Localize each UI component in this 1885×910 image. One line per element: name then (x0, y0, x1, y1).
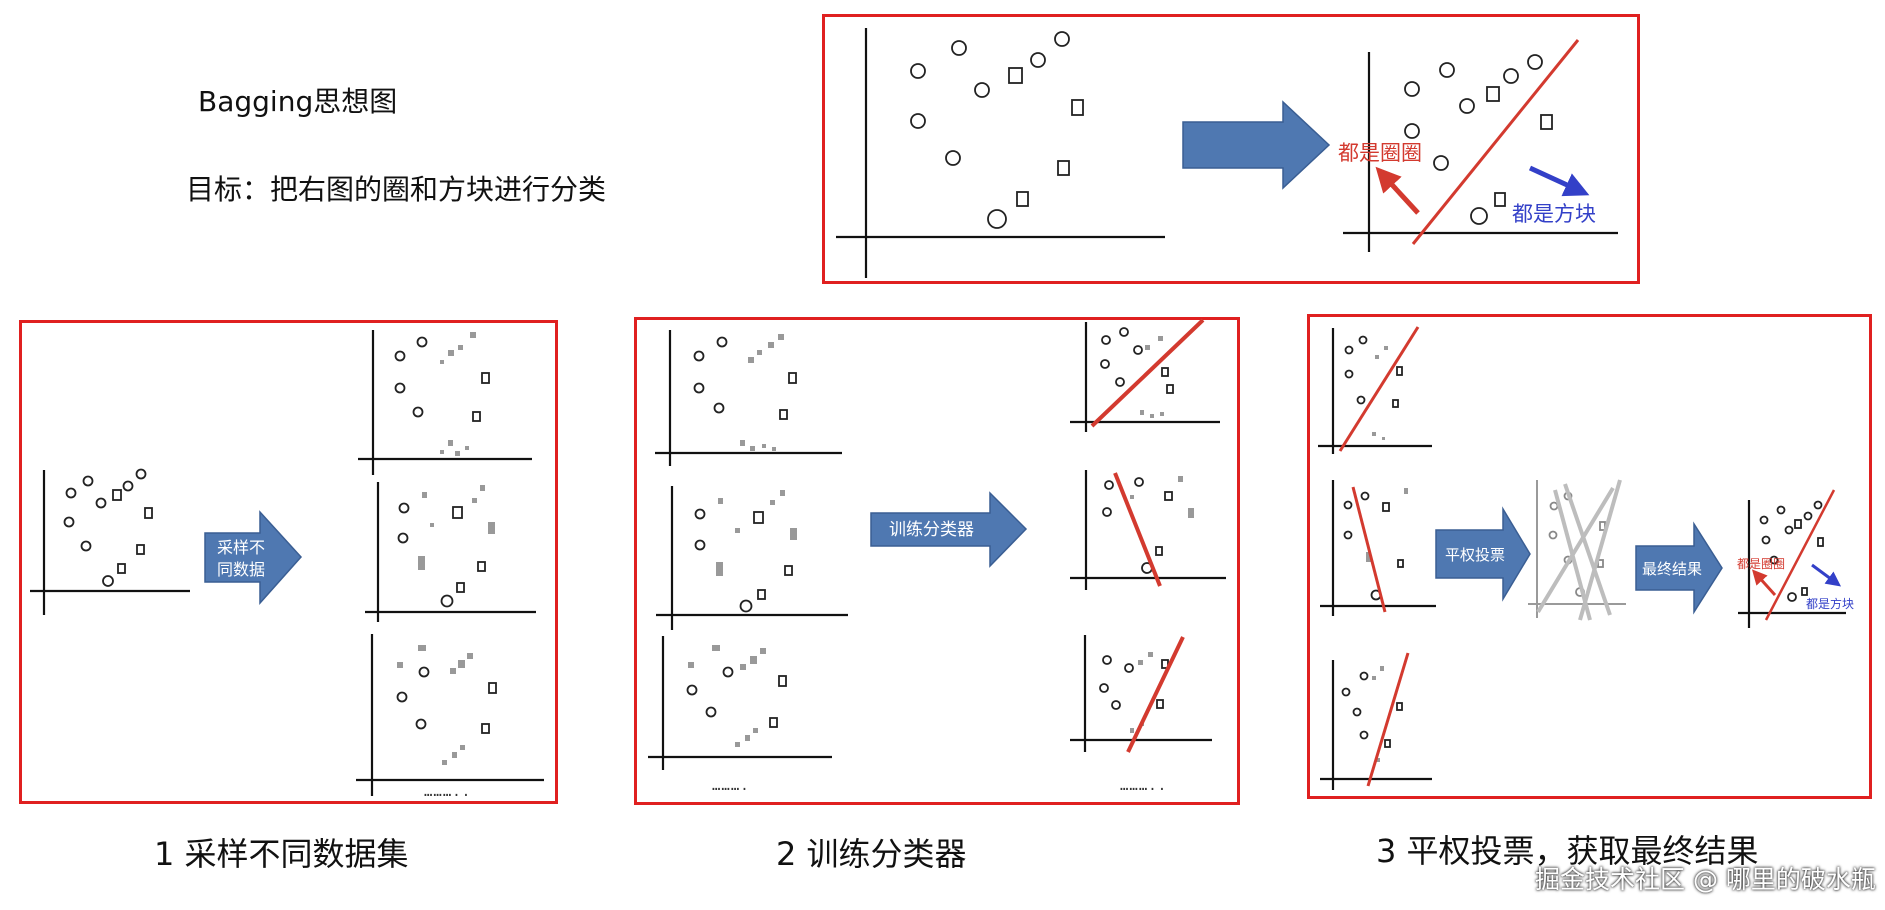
step2-ellipsis-left: ………. (712, 778, 750, 794)
goal-text: 目标：把右图的圈和方块进行分类 (186, 173, 607, 206)
step3-combined-scatter (1528, 479, 1626, 621)
top-arrow (1182, 100, 1331, 190)
step3-final-arrow-label: 最终结果 (1642, 560, 1702, 578)
watermark: 掘金技术社区 @ 哪里的破水瓶 (1535, 865, 1876, 894)
step3-final-arrow (1635, 521, 1723, 615)
step3-vote-arrow (1435, 506, 1531, 602)
step2-classifier-2 (1070, 470, 1226, 590)
step2-caption: 2 训练分类器 (776, 835, 967, 873)
step2-arrow-label: 训练分类器 (889, 520, 974, 540)
step1-caption: 1 采样不同数据集 (154, 835, 409, 873)
step1-arrow (204, 510, 303, 605)
step2-sample-2 (656, 486, 848, 630)
top-left-scatter (836, 28, 1165, 278)
step1-arrow-label-line1: 采样不 (217, 538, 265, 557)
step3-mini-label-squares: 都是方块 (1806, 596, 1854, 611)
step3-final-result (1738, 489, 1846, 628)
step1-arrow-label-line2: 同数据 (217, 560, 265, 579)
step1-sample-3 (356, 634, 544, 796)
step3-mini-label-circles: 都是圈圈 (1737, 557, 1785, 571)
step3-classifier-2 (1320, 480, 1436, 616)
step2-classifier-3 (1070, 635, 1212, 753)
step2-sample-1 (655, 330, 842, 466)
step2-classifier-1 (1070, 318, 1220, 432)
label-all-squares: 都是方块 (1512, 202, 1596, 226)
step2-ellipsis-right: ……….. (1120, 778, 1167, 794)
top-example-panel (822, 14, 1640, 284)
step1-sample-2 (365, 482, 536, 622)
step2-sample-3 (648, 636, 832, 770)
step3-vote-arrow-label: 平权投票 (1445, 546, 1505, 564)
page-title: Bagging思想图 (198, 85, 398, 118)
step3-classifier-1 (1318, 326, 1432, 454)
step1-sample-1 (358, 330, 532, 475)
step2-panel (634, 317, 1240, 805)
step3-caption: 3 平权投票，获取最终结果 (1376, 832, 1759, 870)
step1-ellipsis: ……….. (424, 784, 471, 800)
label-all-circles: 都是圈圈 (1338, 141, 1422, 165)
step3-panel (1307, 314, 1872, 799)
step1-panel (19, 320, 558, 804)
step2-arrow (870, 491, 1028, 568)
top-right-classified (1343, 39, 1618, 252)
step1-original-scatter (30, 468, 190, 615)
step3-classifier-3 (1320, 652, 1432, 790)
